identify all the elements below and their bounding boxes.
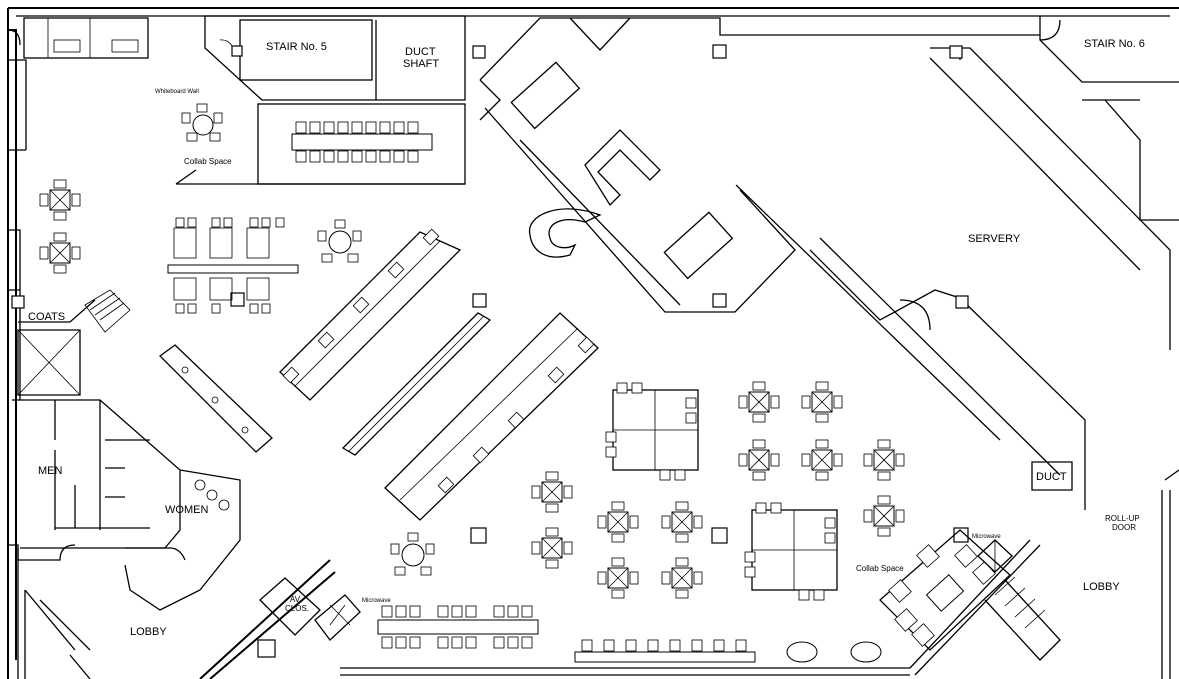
round-tables-left (39, 179, 81, 274)
diagonal-counter-left (159, 344, 273, 453)
duct-right (1031, 461, 1073, 491)
dining-table-4-seat (597, 501, 639, 543)
bench-tables-south (377, 532, 882, 663)
whiteboard-wall-label: Whiteboard Wall (155, 89, 199, 95)
dining-table-4-seat (531, 471, 573, 513)
women-room-wall (124, 469, 241, 611)
duct-shaft-label-line1: DUCT (405, 46, 436, 58)
collab-space-top-left (181, 103, 223, 142)
collab-space-label-right: Collab Space (856, 564, 904, 573)
dining-table-4-seat (661, 557, 703, 599)
av-closet-label-line1: AV (290, 595, 301, 604)
dining-table-4-seat (863, 439, 905, 481)
stair-5-block (175, 15, 466, 185)
dining-table-4-seat (661, 501, 703, 543)
dining-table-4-seat (531, 527, 573, 569)
central-core (479, 17, 1040, 441)
collab-space-label-top: Collab Space (184, 157, 232, 166)
av-closet-label-line2: CLOS. (285, 604, 309, 613)
workstation-pod-right (744, 502, 838, 601)
coats-label: COATS (28, 311, 65, 323)
dining-table-4-seat (863, 495, 905, 537)
duct-label: DUCT (1036, 471, 1067, 483)
stair-6-label: STAIR No. 6 (1084, 38, 1145, 50)
women-label: WOMEN (165, 504, 208, 516)
microwave-label-left: Microwave (362, 598, 391, 604)
dining-tables-center (531, 381, 905, 599)
rollup-door-label-line1: ROLL-UP (1105, 514, 1140, 523)
lobby-right-stair (984, 576, 1061, 661)
collab-space-right (879, 529, 1013, 651)
lobby-left-label: LOBBY (130, 626, 167, 638)
dining-table-4-seat (801, 381, 843, 423)
microwave-label-right: Microwave (972, 534, 1001, 540)
left-service-core (11, 289, 186, 561)
top-left-rooms (7, 17, 149, 59)
servery-label: SERVERY (968, 233, 1021, 245)
workstation-pod-center (605, 382, 699, 481)
lobby-left-area (24, 589, 91, 679)
dining-table-4-seat (738, 439, 780, 481)
workstation-cluster-left (167, 217, 362, 314)
men-label: MEN (38, 465, 63, 477)
dining-table-4-seat (801, 439, 843, 481)
stair-coats (84, 289, 131, 333)
lobby-right-label: LOBBY (1083, 581, 1120, 593)
servery-area (809, 45, 1171, 510)
dining-table-4-seat (738, 381, 780, 423)
duct-shaft-label-line2: SHAFT (403, 58, 439, 70)
stair-6-block (1039, 16, 1179, 221)
rollup-door-label-line2: DOOR (1112, 523, 1136, 532)
bench-table-north (291, 121, 433, 163)
dining-table-4-seat (597, 557, 639, 599)
diagonal-workstations (279, 228, 599, 521)
stair-5-label: STAIR No. 5 (266, 41, 327, 53)
av-closet (259, 577, 361, 641)
